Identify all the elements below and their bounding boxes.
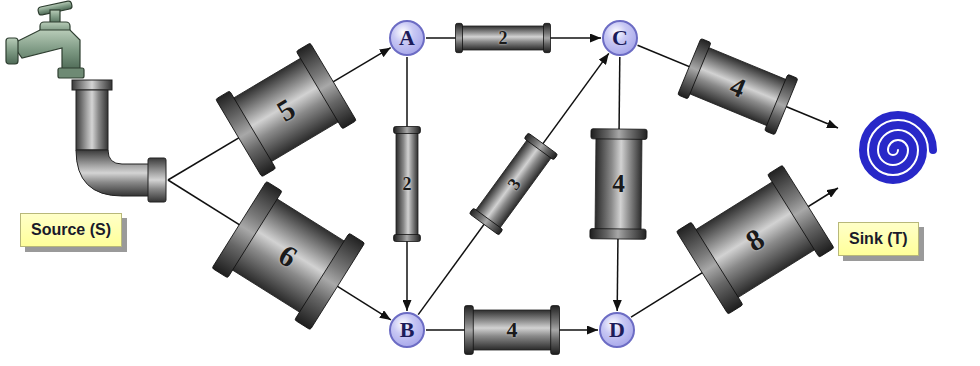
- pipe-segment: [212, 181, 365, 329]
- pipe-flange: [678, 38, 711, 99]
- pipe-flange: [456, 23, 463, 52]
- pipe-flange: [524, 133, 558, 160]
- pipe-body: [226, 195, 350, 316]
- node-circle: D: [599, 312, 635, 348]
- sink-spiral: [863, 115, 933, 180]
- terminal-area: Source (S): [8, 5, 168, 257]
- capacity-number: 2: [403, 175, 412, 193]
- pipe-flange: [394, 127, 421, 134]
- node-circle: A: [389, 20, 425, 56]
- flow-edge: [426, 306, 598, 355]
- terminal-area: Sink (T): [834, 100, 976, 264]
- node-circle: B: [389, 312, 425, 348]
- pipe-flange: [212, 181, 282, 278]
- faucet: [6, 1, 84, 78]
- pipe-flange: [469, 208, 503, 235]
- pipe-body: [470, 310, 554, 350]
- node-circle: C: [602, 20, 638, 56]
- edge-line: [168, 48, 391, 180]
- pipe-body: [460, 26, 547, 50]
- pipe-flange: [767, 165, 834, 257]
- pipe-flange: [676, 222, 743, 314]
- pipe-flange: [296, 43, 356, 129]
- capacity-number: 4: [612, 171, 625, 196]
- pipe-flange: [765, 74, 798, 135]
- edge-line: [418, 53, 609, 314]
- node-letter: C: [612, 27, 628, 49]
- edge-line: [638, 45, 838, 128]
- node-letter: A: [399, 27, 415, 49]
- pipe-flange: [465, 306, 474, 355]
- flow-edge: [394, 57, 421, 311]
- pipe-body: [474, 138, 552, 230]
- pipe-flange: [295, 233, 365, 330]
- terminal-label: Sink (T): [838, 222, 919, 256]
- flow-edge: [638, 38, 838, 134]
- pipe-segment: [216, 43, 357, 177]
- flow-edge: [418, 53, 609, 314]
- pipe-body: [396, 131, 418, 238]
- elbow-pipe: [72, 80, 166, 202]
- pipe-flange: [544, 23, 551, 52]
- pipe-flange: [216, 91, 276, 177]
- node-letter: B: [400, 319, 415, 341]
- pipe-segment: [469, 133, 558, 235]
- pipe-segment: [394, 127, 421, 242]
- pipe-segment: [456, 23, 551, 52]
- capacity-number: 2: [499, 29, 508, 47]
- pipe-segment: [678, 38, 798, 134]
- pipe-segment: [465, 306, 560, 355]
- pipe-body: [595, 135, 642, 233]
- flow-edge: [590, 57, 647, 311]
- pipe-flange: [551, 306, 560, 355]
- pipe-flange: [591, 129, 647, 140]
- flow-edge: [168, 43, 391, 180]
- pipe-segment: [676, 165, 834, 314]
- terminal-label: Source (S): [20, 213, 122, 247]
- flow-edge: [168, 180, 391, 330]
- pipe-segment: [590, 129, 647, 240]
- pipe-flange: [394, 235, 421, 242]
- flow-edge: [426, 23, 601, 52]
- capacity-number: 4: [507, 319, 518, 341]
- pipe-flange: [590, 229, 646, 240]
- node-letter: D: [609, 319, 625, 341]
- flow-edge: [631, 165, 838, 317]
